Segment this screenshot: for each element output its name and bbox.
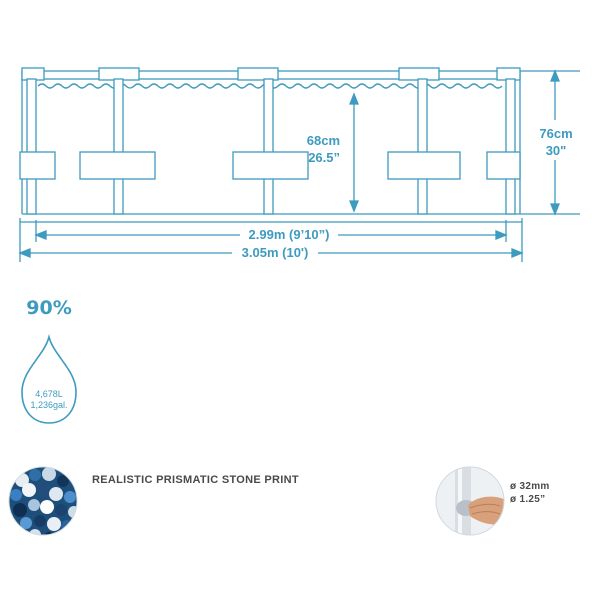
frame-pipe-photo (436, 467, 504, 535)
leg (26, 78, 37, 215)
total-height-metric: 76cm (539, 126, 572, 141)
support-strap (387, 151, 461, 180)
support-strap (232, 151, 309, 180)
support-strap (19, 151, 56, 180)
joint-cap (398, 67, 440, 81)
inner-height-imperial: 26.5” (308, 150, 340, 165)
pipe-diameter-metric: ø 32mm (510, 481, 550, 492)
joint-cap (21, 67, 45, 81)
dimension-arrows (18, 69, 560, 258)
joint-cap (237, 67, 279, 81)
pool-frame (19, 67, 580, 262)
leg (113, 78, 124, 215)
leg (505, 78, 516, 215)
water-fill-percent: 90% (26, 297, 72, 319)
inner-height-metric: 68cm (307, 133, 340, 148)
leg (417, 78, 428, 215)
pipe-diameter-imperial: ø 1.25” (510, 494, 546, 505)
water-volume-gallons: 1,236gal. (30, 400, 67, 410)
stone-print-swatch (9, 467, 77, 535)
leg (263, 78, 274, 215)
joint-cap (496, 67, 521, 81)
water-drop-icon (21, 333, 77, 424)
total-height-imperial: 30" (546, 143, 567, 158)
water-volume-liters: 4,678L (35, 389, 63, 399)
support-strap (79, 151, 156, 180)
stone-print-label: REALISTIC PRISMATIC STONE PRINT (92, 474, 299, 486)
support-strap (486, 151, 521, 180)
outer-diameter-label: 3.05m (10') (242, 245, 309, 260)
inner-diameter-label: 2.99m (9’10”) (249, 227, 330, 242)
joint-cap (98, 67, 140, 81)
